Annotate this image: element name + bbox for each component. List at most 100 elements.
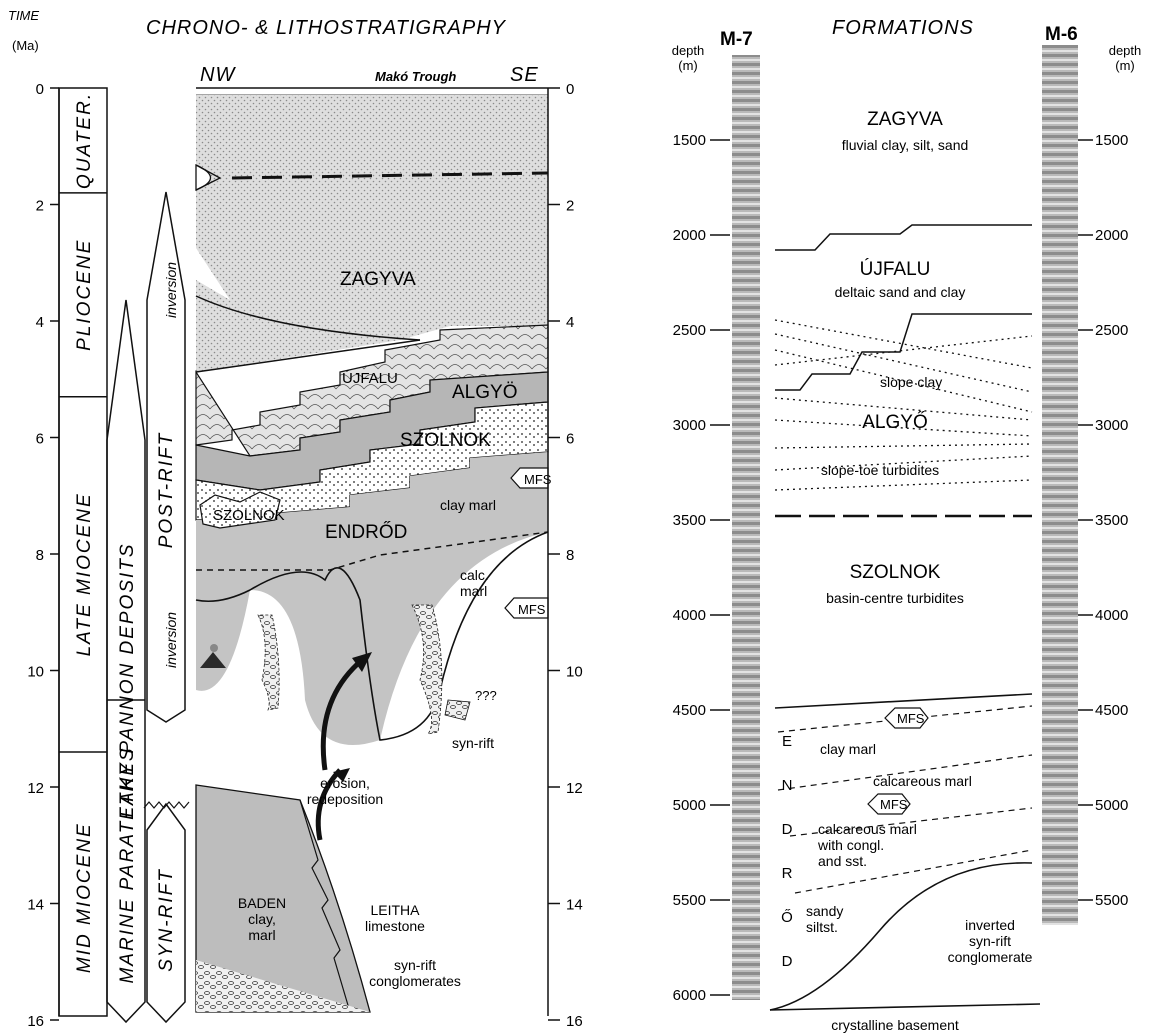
well-m7-depth-tick: 2500	[673, 322, 706, 339]
well-m6-log	[1042, 45, 1078, 925]
well-m7-log	[732, 55, 760, 1000]
section-time-tick-label: 14	[566, 897, 583, 914]
endrod-letter: N	[782, 777, 793, 794]
section-time-tick-label: 16	[566, 1013, 583, 1030]
szolnok-lower-section-label: SZOLNOK	[213, 507, 285, 524]
epoch-labels: QUATER. PLIOCENE LATE MIOCENE MID MIOCENE	[74, 92, 95, 973]
inversion-lower-label: inversion	[163, 612, 179, 668]
algyo-section-label: ALGYÖ	[452, 382, 517, 403]
endrod-letter: Ő	[781, 909, 793, 926]
well-m7-depth-tick: 6000	[673, 987, 706, 1004]
basement-label: crystalline basement	[831, 1017, 959, 1033]
slope-toe-label: slope-toe turbidites	[821, 462, 939, 478]
well-m6-depth-tick: 4500	[1095, 702, 1128, 719]
endrod-section-label: ENDRŐD	[325, 521, 407, 543]
well-m7-depth-ticks: 1500200025003000350040004500500055006000	[673, 132, 730, 1004]
time-tick-label: 14	[27, 897, 44, 914]
formation-correlation-panel: ZAGYVA fluvial clay, silt, sand ÚJFALU d…	[770, 109, 1040, 1033]
time-tick-label: 8	[36, 547, 44, 564]
epoch-label: PLIOCENE	[74, 239, 95, 351]
endrod-letter: E	[782, 733, 792, 750]
well-m6-depth-label: depth(m)	[1109, 43, 1142, 73]
section-time-tick-label: 12	[566, 780, 583, 797]
well-m7-depth-label: depth(m)	[672, 43, 705, 73]
clay-marl-section-label: clay marl	[440, 497, 496, 513]
endrod-letter: D	[782, 821, 793, 838]
post-rift-label: POST-RIFT	[156, 432, 177, 549]
time-tick-label: 4	[36, 314, 44, 331]
section-time-tick-label: 10	[566, 664, 583, 681]
unknown-label: ???	[475, 688, 497, 703]
szolnok-formation-name: SZOLNOK	[850, 562, 941, 583]
well-m6-depth-tick: 2500	[1095, 322, 1128, 339]
syn-rift-lens	[445, 700, 470, 720]
time-tick-label: 10	[27, 664, 44, 681]
well-m6: M-6 depth(m)	[1042, 24, 1141, 925]
section-time-tick-label: 4	[566, 314, 574, 331]
szolnok-formation-desc: basin-centre turbidites	[826, 590, 964, 606]
epoch-label: MID MIOCENE	[74, 822, 95, 973]
well-m7-name: M-7	[720, 29, 753, 50]
section-time-tick-label: 2	[566, 198, 574, 215]
well-m6-depth-tick: 5000	[1095, 797, 1128, 814]
well-m7-depth-tick: 4500	[673, 702, 706, 719]
well-m6-depth-tick: 2000	[1095, 227, 1128, 244]
time-tick-label: 12	[27, 780, 44, 797]
calc-marl-formation-label: calcareous marl	[873, 773, 972, 789]
marine-paratethys-label: MARINE PARATETHYS	[117, 746, 138, 983]
depositional-setting-column: LAKE PANNON DEPOSITS MARINE PARATETHYS	[107, 300, 145, 1022]
epoch-label: QUATER.	[74, 92, 95, 189]
calc-marl-congl-label: calcareous marlwith congl.and sst.	[817, 821, 917, 869]
left-panel-title: CHRONO- & LITHOSTRATIGRAPHY	[146, 17, 507, 39]
well-m7-depth-tick: 1500	[673, 132, 706, 149]
algyo-formation-name: ALGYŐ	[862, 411, 927, 433]
volcanic-plume-upper	[210, 644, 218, 652]
section-time-axis: 0246810121416	[548, 81, 583, 1030]
well-m7-depth-tick: 5500	[673, 892, 706, 909]
mfs-lower-tag: MFS	[518, 602, 546, 617]
ujfalu-section-label: ÚJFALU	[342, 370, 398, 387]
erosion-label: erosion,redeposition	[307, 775, 383, 807]
calc-marl-section-label: calc.marl	[460, 567, 489, 599]
time-tick-label: 16	[27, 1013, 44, 1030]
unconformity-zigzag	[144, 802, 189, 808]
well-m6-depth-tick: 3500	[1095, 512, 1128, 529]
endrod-vertical-letters: E N D R Ő D	[781, 733, 793, 970]
nw-label: NW	[200, 64, 236, 86]
ujfalu-formation-desc: deltaic sand and clay	[835, 284, 966, 300]
time-axis-label: TIME	[8, 8, 39, 23]
well-m6-depth-tick: 3000	[1095, 417, 1128, 434]
szolnok-upper-section-label: SZOLNOK	[400, 430, 491, 451]
well-m6-name: M-6	[1045, 24, 1078, 45]
slope-clay-label: slope clay	[880, 374, 942, 390]
tectonic-phase-column: POST-RIFT inversion inversion SYN-RIFT	[144, 192, 189, 1022]
mfs-b-tag: MFS	[880, 797, 908, 812]
well-m7-depth-tick: 2000	[673, 227, 706, 244]
well-m7-depth-tick: 3500	[673, 512, 706, 529]
well-m7-depth-tick: 3000	[673, 417, 706, 434]
clay-marl-formation-label: clay marl	[820, 741, 876, 757]
time-unit-label: (Ma)	[12, 38, 39, 53]
zagyva-ujfalu-boundary	[775, 225, 1032, 250]
zagyva-formation-name: ZAGYVA	[867, 109, 943, 130]
endrod-letter: D	[782, 953, 793, 970]
well-m7-depth-tick: 5000	[673, 797, 706, 814]
time-tick-label: 2	[36, 198, 44, 215]
cross-section-panel: NW SE Makó Trough	[196, 64, 552, 1012]
mfs-a-tag: MFS	[897, 711, 925, 726]
szolnok-endrod-boundary	[775, 694, 1032, 708]
endrod-letter: R	[782, 865, 793, 882]
syn-rift-section-label: syn-rift	[452, 735, 494, 751]
basement-boundary	[770, 1004, 1040, 1010]
epoch-label: LATE MIOCENE	[74, 492, 95, 656]
right-panel-title: FORMATIONS	[832, 17, 974, 39]
section-time-tick-label: 8	[566, 547, 574, 564]
mako-trough-label: Makó Trough	[375, 69, 456, 84]
section-time-tick-label: 0	[566, 81, 574, 98]
